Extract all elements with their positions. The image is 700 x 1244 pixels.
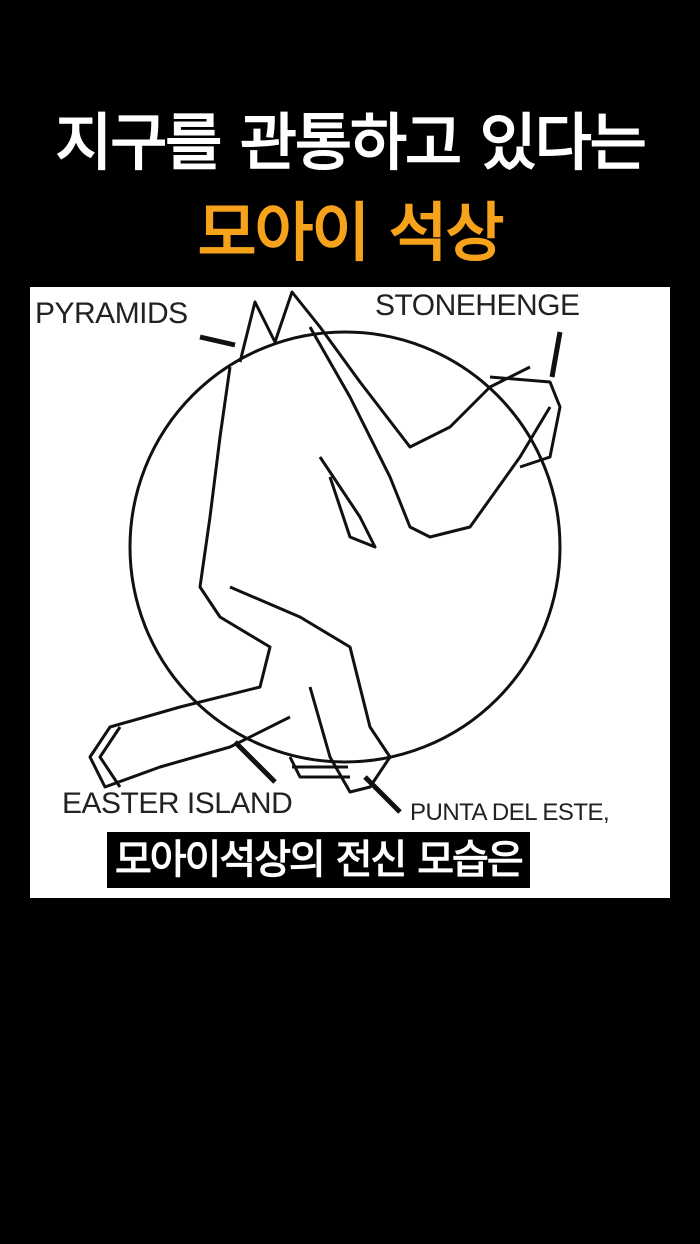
arrow-punta-del-este: [363, 775, 402, 814]
arrow-pyramids: [199, 334, 236, 348]
figure-arm-upper: [308, 326, 552, 539]
label-punta-del-este: PUNTA DEL ESTE,: [410, 799, 610, 826]
headline-line-1: 지구를 관통하고 있다는: [55, 106, 647, 179]
figure-head-outline: [238, 290, 531, 449]
moai-earth-illustration: PYRAMIDS STONEHENGE EASTER ISLAND PUNTA …: [30, 287, 670, 898]
moai-drawing: [88, 290, 563, 814]
figure-hand: [318, 456, 377, 549]
figure-fingers-bottom: [288, 756, 350, 779]
arrow-stonehenge: [549, 331, 563, 378]
label-easter-island: EASTER ISLAND: [62, 787, 293, 820]
subtitle-caption: 모아이석상의 전신 모습은: [107, 832, 530, 888]
label-pyramids: PYRAMIDS: [35, 297, 188, 330]
figure-lower-arm: [229, 585, 392, 794]
figure-head-bottom: [98, 726, 122, 788]
label-stonehenge: STONEHENGE: [375, 289, 580, 322]
arrow-easter-island: [233, 740, 277, 784]
earth-circle: [128, 330, 562, 764]
headline-line-2: 모아이 석상: [197, 197, 505, 271]
figure-back-outline: [88, 366, 291, 789]
figure-fingers-top: [489, 375, 562, 469]
arrows: [199, 331, 563, 814]
